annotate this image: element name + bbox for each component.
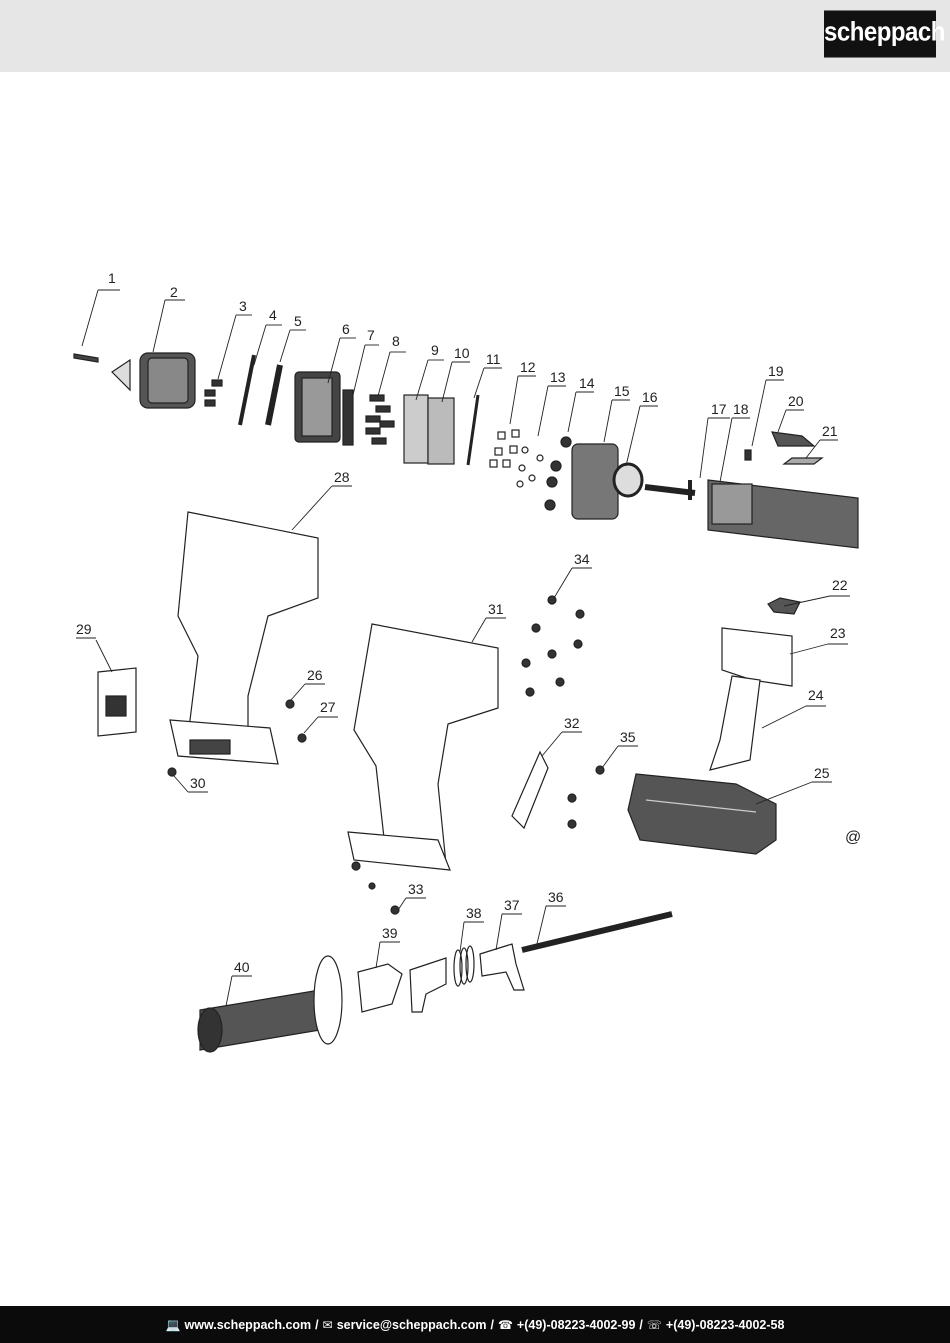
- part-label: 18: [733, 401, 749, 417]
- part-label: 10: [454, 345, 470, 361]
- footer-website[interactable]: www.scheppach.com: [184, 1317, 312, 1332]
- part-label: 11: [486, 351, 501, 367]
- part-label: 34: [574, 551, 590, 567]
- part-label: 24: [808, 687, 824, 703]
- part-label: 20: [788, 393, 804, 409]
- phone-icon: ☎: [497, 1317, 513, 1332]
- part-label: 5: [294, 313, 302, 329]
- part-label: 39: [382, 925, 398, 941]
- part-label: 6: [342, 321, 350, 337]
- part-label: 26: [307, 667, 323, 683]
- corner-mark: @: [845, 829, 861, 846]
- footer-fax: +(49)-08223-4002-58: [665, 1317, 785, 1332]
- part-label: 33: [408, 881, 424, 897]
- part-label: 14: [579, 375, 595, 391]
- fax-icon: ☏: [646, 1317, 662, 1332]
- part-label: 29: [76, 621, 92, 637]
- part-label: 21: [822, 423, 838, 439]
- part-label: 12: [520, 359, 536, 375]
- part-label: 32: [564, 715, 580, 731]
- part-label: 2: [170, 284, 178, 300]
- email-icon: ✉: [322, 1317, 333, 1332]
- part-label: 15: [614, 383, 630, 399]
- footer-separator: /: [315, 1317, 319, 1332]
- footer-separator: /: [639, 1317, 643, 1332]
- part-label: 37: [504, 897, 520, 913]
- part-label: 19: [768, 363, 784, 379]
- part-label: 40: [234, 959, 250, 975]
- part-label: 4: [269, 307, 277, 323]
- part-label: 38: [466, 905, 482, 921]
- part-label: 31: [488, 601, 504, 617]
- page-footer: 💻 www.scheppach.com / ✉ service@scheppac…: [0, 1306, 950, 1343]
- part-label: 28: [334, 469, 350, 485]
- part-label: 22: [832, 577, 848, 593]
- part-label: 17: [711, 401, 727, 417]
- part-label: 9: [431, 342, 439, 358]
- part-label: 36: [548, 889, 564, 905]
- part-label: 35: [620, 729, 636, 745]
- footer-email[interactable]: service@scheppach.com: [336, 1317, 487, 1332]
- part-label: 8: [392, 333, 400, 349]
- part-label: 7: [367, 327, 375, 343]
- part-labels: 1 2 3 4 5 6 7 8 9 10 11 12 13 14 15 16 1…: [76, 270, 848, 975]
- part-label: 1: [108, 270, 116, 286]
- part-label: 3: [239, 298, 247, 314]
- part-label: 16: [642, 389, 658, 405]
- part-label: 13: [550, 369, 566, 385]
- footer-separator: /: [490, 1317, 494, 1332]
- brand-logo: scheppach: [824, 10, 945, 58]
- footer-phone: +(49)-08223-4002-99: [516, 1317, 636, 1332]
- part-label: 30: [190, 775, 206, 791]
- part-label: 25: [814, 765, 830, 781]
- part-label: 27: [320, 699, 336, 715]
- computer-icon: 💻: [165, 1317, 181, 1332]
- page-header: scheppach: [0, 0, 950, 72]
- part-label: 23: [830, 625, 846, 641]
